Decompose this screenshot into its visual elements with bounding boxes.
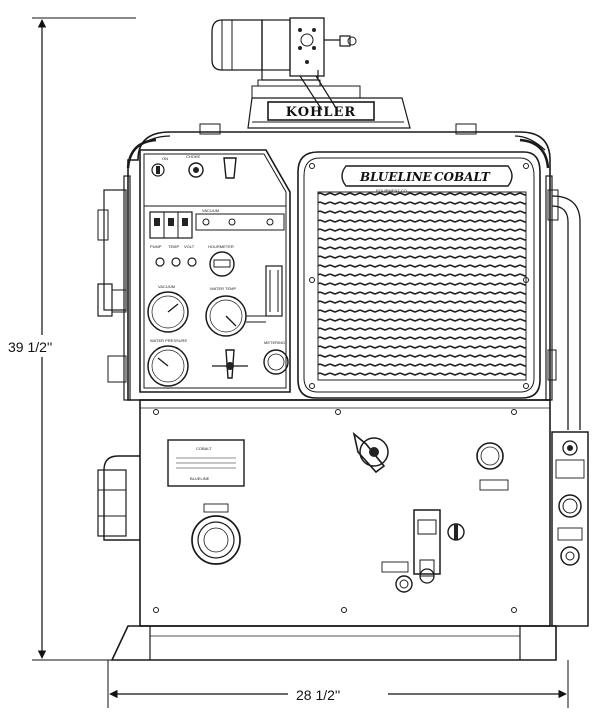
indicator-light: [187, 257, 197, 267]
selector-valve-lever[interactable]: [352, 431, 389, 474]
solution-valve-assembly[interactable]: [381, 509, 465, 593]
nameplate: COBALT BLUELINE: [167, 439, 245, 487]
metering-valve[interactable]: METERING: [263, 340, 289, 375]
pressure-regulator-cap[interactable]: [476, 442, 509, 491]
height-dimension: 39 1/2'': [6, 17, 136, 661]
right-side-module: [551, 431, 589, 627]
heater-outlet[interactable]: [558, 494, 582, 518]
water-temp-gauge: WATER TEMP: [205, 286, 247, 337]
kohler-logo: KOHLER: [286, 105, 356, 120]
svg-text:CHOKE: CHOKE: [186, 154, 201, 159]
top-motor-assembly: KOHLER: [211, 17, 411, 129]
blueline-cobalt-logo: BLUELINE COBALT EQUIPMENT CO.: [341, 165, 513, 193]
svg-text:TEMP: TEMP: [168, 244, 179, 249]
lower-cabinet: [139, 399, 551, 627]
vacuum-gauge: VACUUM: [147, 284, 189, 333]
svg-text:WATER TEMP: WATER TEMP: [210, 286, 236, 291]
svg-text:WATER PRESSURE: WATER PRESSURE: [150, 338, 187, 343]
heater-inlet[interactable]: [560, 546, 580, 566]
upper-housing: [123, 123, 553, 401]
svg-text:COBALT: COBALT: [196, 446, 212, 451]
pressure-gauge: WATER PRESSURE: [147, 338, 189, 387]
waste-inlet-port[interactable]: [191, 503, 241, 565]
right-side-pipes: [547, 189, 581, 430]
start-button[interactable]: [188, 162, 204, 178]
pressure-valve-knob[interactable]: [212, 349, 248, 379]
ignition-switch[interactable]: [151, 163, 165, 177]
svg-text:VACUUM: VACUUM: [158, 284, 175, 289]
width-dimension: 28 1/2'': [107, 660, 569, 708]
height-dimension-label: 39 1/2'': [8, 339, 52, 355]
svg-text:BLUELINE: BLUELINE: [190, 476, 210, 481]
svg-text:VACUUM: VACUUM: [202, 208, 219, 213]
svg-text:METERING: METERING: [264, 340, 285, 345]
svg-text:COBALT: COBALT: [434, 170, 491, 184]
control-panel: ON CHOKE VACUUM PUMP TEMP VOLT HOURMETER: [139, 149, 291, 393]
left-side-fittings: [97, 189, 127, 383]
radiator-grill: [297, 151, 541, 399]
svg-text:EQUIPMENT CO.: EQUIPMENT CO.: [376, 188, 408, 193]
svg-text:PUMP: PUMP: [150, 244, 162, 249]
svg-text:VOLT: VOLT: [184, 244, 195, 249]
breaker-switches[interactable]: [149, 211, 193, 239]
hour-meter: [209, 251, 235, 277]
indicator-light: [171, 257, 181, 267]
width-dimension-label: 28 1/2'': [296, 687, 340, 703]
svg-text:ON: ON: [162, 156, 168, 161]
left-lower-plumbing: [97, 455, 140, 541]
svg-text:BLUELINE: BLUELINE: [359, 170, 433, 184]
base-frame: [110, 625, 557, 661]
svg-text:HOURMETER: HOURMETER: [208, 244, 234, 249]
indicator-light: [155, 257, 165, 267]
